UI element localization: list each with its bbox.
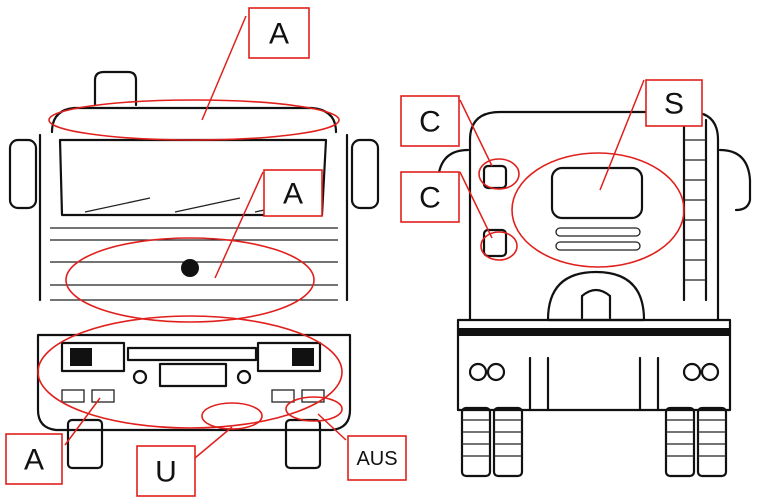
leader-rear-lower-c bbox=[459, 171, 493, 239]
leader-rear-upper-c bbox=[459, 99, 493, 167]
coupling-jaw bbox=[580, 288, 612, 320]
brand-logo bbox=[181, 259, 199, 277]
label-text: C bbox=[419, 106, 441, 139]
rear-left-wheel-2 bbox=[492, 406, 524, 478]
tail-light-l2 bbox=[486, 362, 506, 382]
left-lamp-inner bbox=[70, 348, 92, 366]
left-fog-lamp bbox=[132, 369, 148, 385]
right-indicator bbox=[271, 389, 295, 403]
leader-rear-panel bbox=[599, 79, 645, 191]
label-front-grille: A bbox=[263, 169, 323, 217]
rear-window bbox=[550, 166, 644, 220]
label-front-aus: AUS bbox=[347, 435, 407, 481]
roof-beacon bbox=[93, 70, 138, 107]
left-indicator-2 bbox=[91, 389, 115, 403]
label-text: U bbox=[155, 456, 177, 489]
label-front-bumper: A bbox=[5, 433, 63, 485]
rear-right-wheel-2 bbox=[696, 406, 728, 478]
label-box bbox=[347, 435, 407, 481]
label-front-roof: A bbox=[248, 7, 310, 59]
left-mirror bbox=[8, 138, 38, 210]
leader-front-aus bbox=[317, 413, 347, 441]
vent-slot-2 bbox=[555, 241, 641, 251]
label-text: S bbox=[664, 88, 684, 121]
right-fog-lamp bbox=[236, 369, 252, 385]
leader-front-grille bbox=[214, 171, 264, 279]
left-headlight bbox=[60, 341, 126, 373]
ring-rear-upper-c bbox=[478, 158, 520, 190]
front-view-truck bbox=[8, 70, 380, 470]
label-front-under: U bbox=[136, 445, 196, 497]
label-text: A bbox=[269, 18, 289, 51]
vent-slot-1 bbox=[555, 227, 641, 237]
label-box bbox=[400, 95, 460, 147]
label-box bbox=[248, 7, 310, 59]
ring-rear-lower-c bbox=[480, 231, 518, 261]
rear-deck bbox=[456, 318, 732, 412]
right-indicator-2 bbox=[301, 389, 325, 403]
right-headlight bbox=[256, 341, 322, 373]
rear-left-wheel-1 bbox=[460, 406, 492, 478]
label-box bbox=[263, 169, 323, 217]
leader-front-roof bbox=[201, 15, 247, 121]
rear-deck-band bbox=[458, 328, 730, 336]
rear-upper-lamp bbox=[482, 164, 508, 190]
leader-front-under bbox=[194, 426, 233, 459]
rear-lower-lamp bbox=[482, 228, 508, 258]
right-mirror bbox=[350, 138, 380, 210]
label-text: C bbox=[419, 182, 441, 215]
leader-front-bumper bbox=[64, 397, 101, 446]
label-box bbox=[5, 433, 63, 485]
rear-right-mirror bbox=[718, 148, 752, 212]
cab-sides bbox=[38, 133, 349, 302]
label-text: A bbox=[283, 178, 303, 211]
ring-front-roof bbox=[48, 99, 340, 141]
label-rear-lower-c: C bbox=[400, 171, 460, 223]
label-box bbox=[645, 79, 703, 127]
rear-right-wheel-1 bbox=[664, 406, 696, 478]
label-rear-panel: S bbox=[645, 79, 703, 127]
label-text: AUS bbox=[356, 448, 397, 470]
label-text: A bbox=[24, 444, 44, 477]
left-indicator bbox=[61, 389, 85, 403]
exhaust-stack bbox=[682, 118, 708, 302]
ring-front-grille bbox=[65, 237, 315, 323]
ring-rear-panel bbox=[511, 152, 685, 268]
exhaust-grille bbox=[684, 139, 706, 281]
label-box bbox=[136, 445, 196, 497]
tail-light-r2 bbox=[700, 362, 720, 382]
center-bar bbox=[126, 346, 258, 362]
chassis-rails bbox=[528, 356, 660, 412]
label-rear-upper-c: C bbox=[400, 95, 460, 147]
front-left-wheel bbox=[66, 418, 104, 470]
tail-light-r1 bbox=[682, 362, 702, 382]
ring-front-bumper bbox=[37, 315, 343, 429]
front-right-wheel bbox=[284, 418, 322, 470]
right-lamp-inner bbox=[292, 348, 314, 366]
rear-cab-outline bbox=[468, 110, 720, 322]
label-box bbox=[400, 171, 460, 223]
ring-front-under bbox=[201, 402, 263, 430]
tyre-treads bbox=[462, 419, 726, 457]
number-plate bbox=[158, 362, 228, 388]
tail-light-l1 bbox=[468, 362, 488, 382]
fifth-wheel bbox=[546, 270, 646, 322]
front-bumper bbox=[36, 333, 352, 432]
rear-view-truck bbox=[436, 110, 752, 478]
ring-front-aus bbox=[285, 396, 343, 422]
cab-roof bbox=[50, 106, 338, 134]
